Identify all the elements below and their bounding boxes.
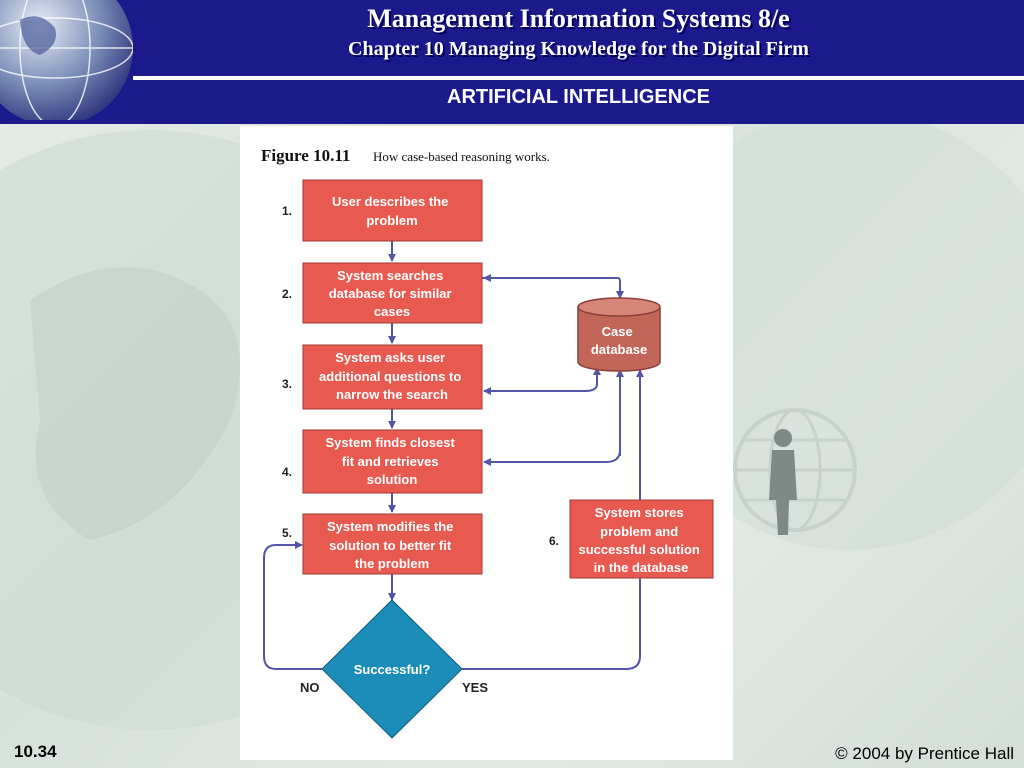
step-box-3: System asks user additional questions to… (302, 344, 483, 410)
copyright: © 2004 by Prentice Hall (835, 744, 1014, 763)
slide-number: 10.34 (14, 742, 57, 761)
svg-text:System stores problem: System stores problem and successful sol… (579, 505, 704, 575)
step-number-5: 5. (282, 526, 292, 540)
step-box-6: System stores problem and successful sol… (569, 499, 714, 579)
header-divider (133, 76, 1024, 80)
svg-text:System searches databa: System searches database for similar cas… (329, 268, 455, 319)
globe-logo (0, 0, 133, 120)
decision-diamond: Successful? (321, 599, 463, 739)
svg-text:Case database: Case database (591, 324, 647, 357)
figure-label: Figure 10.11 (261, 146, 350, 165)
svg-text:System asks user addit: System asks user additional questions to… (319, 350, 465, 402)
svg-text:System finds closest f: System finds closest fit and retrieves s… (326, 435, 459, 487)
step-number-2: 2. (282, 287, 292, 301)
chapter-title: Chapter 10 Managing Knowledge for the Di… (348, 38, 809, 60)
figure-panel: Figure 10.11 How case-based reasoning wo… (240, 126, 733, 760)
step-number-4: 4. (282, 465, 292, 479)
no-label: NO (300, 680, 320, 695)
case-database-cylinder: Case database (577, 297, 661, 372)
step-number-3: 3. (282, 377, 292, 391)
section-title: ARTIFICIAL INTELLIGENCE (447, 86, 710, 108)
svg-text:User describes the pro: User describes the problem (332, 194, 452, 228)
businessman-icon (769, 429, 797, 535)
figure-caption: How case-based reasoning works. (373, 149, 550, 164)
step-number-6: 6. (549, 534, 559, 548)
step-number-1: 1. (282, 204, 292, 218)
slide-header: Management Information Systems 8/e Chapt… (0, 0, 1024, 124)
step-box-2: System searches database for similar cas… (302, 262, 483, 324)
svg-text:Successful?: Successful? (354, 662, 431, 677)
course-title: Management Information Systems 8/e (367, 4, 790, 33)
yes-label: YES (462, 680, 488, 695)
step-box-5: System modifies the solution to better f… (302, 513, 483, 575)
step-box-4: System finds closest fit and retrieves s… (302, 429, 483, 494)
svg-text:System modifies the so: System modifies the solution to better f… (327, 519, 457, 571)
step-box-1: User describes the problem (302, 179, 483, 242)
